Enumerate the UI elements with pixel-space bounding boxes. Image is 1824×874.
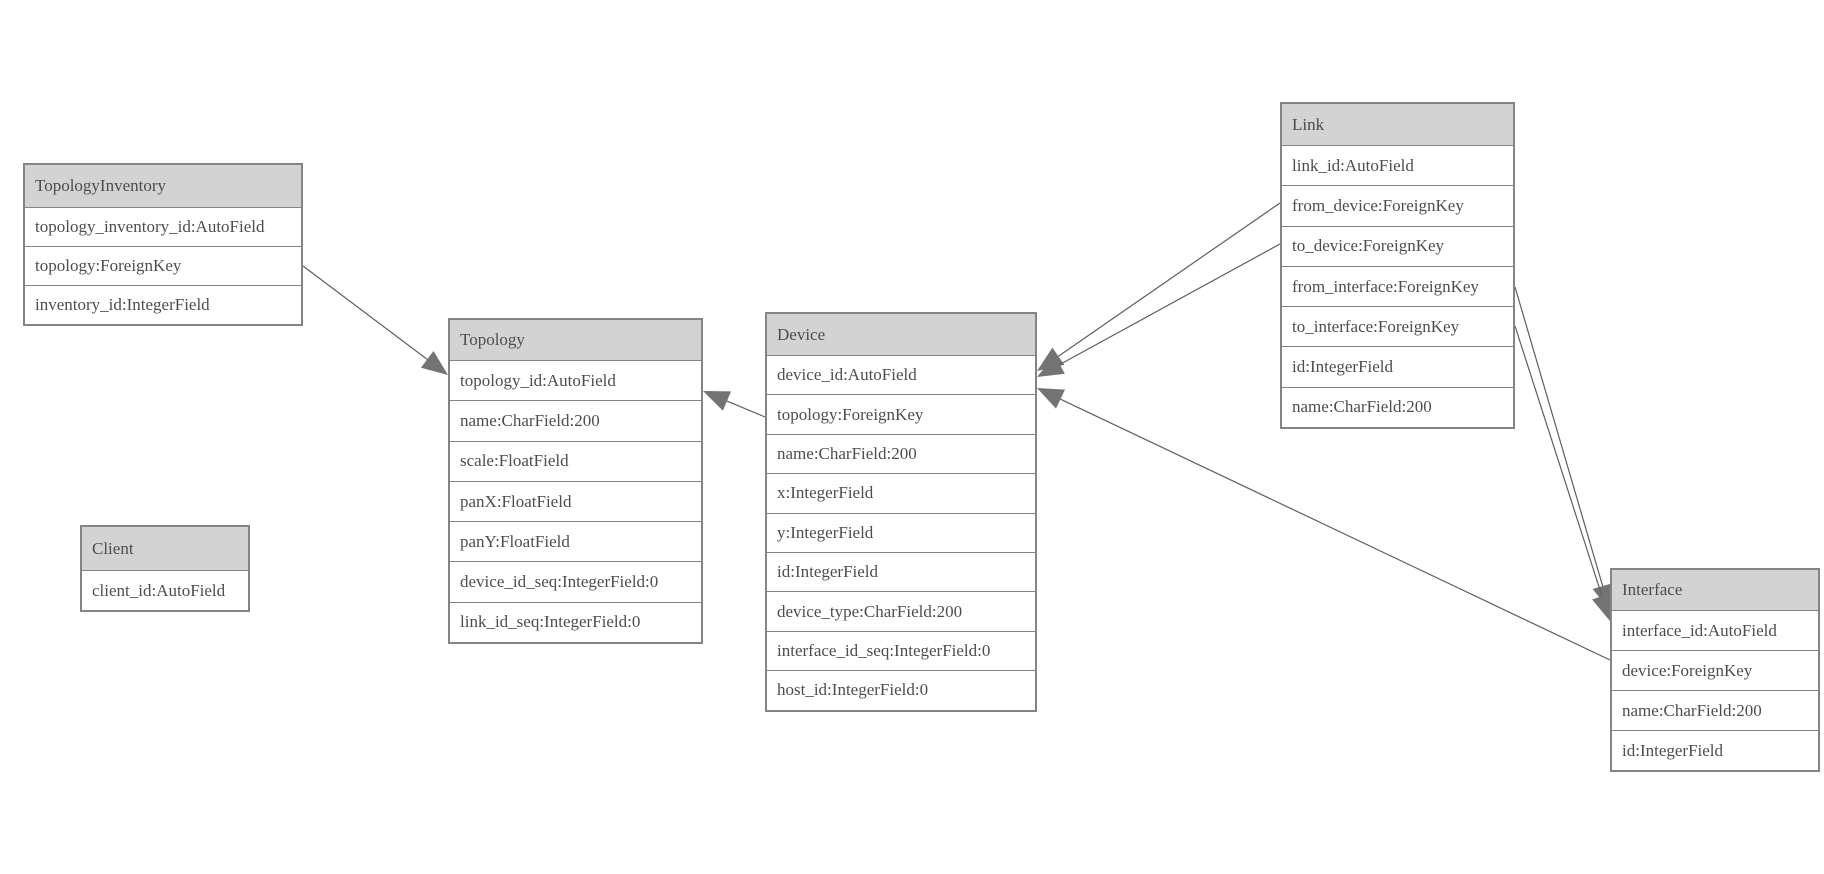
field-label: name:CharField:200 (1622, 700, 1762, 720)
entity-table-topology: Topology topology_id:AutoField name:CharFi… (448, 318, 703, 645)
table-header: Device (767, 314, 1035, 355)
field-row: name:CharField:200 (1282, 386, 1513, 428)
field-row: interface_id_seq:IntegerField:0 (767, 630, 1035, 671)
arrowhead-device-topology (703, 391, 732, 411)
field-row: link_id_seq:IntegerField:0 (450, 601, 701, 643)
table-header: Interface (1612, 570, 1818, 610)
field-label: id:IntegerField (1622, 740, 1724, 760)
field-row: client_id:AutoField (82, 570, 248, 610)
field-label: topology:ForeignKey (777, 404, 924, 424)
entity-table-client: Client client_id:AutoField (80, 525, 250, 612)
field-label: name:CharField:200 (1292, 397, 1432, 417)
field-label: to_device:ForeignKey (1292, 236, 1445, 256)
field-label: device_type:CharField:200 (777, 601, 963, 621)
arrowhead-interface-device (1037, 388, 1065, 409)
field-row: device_id_seq:IntegerField:0 (450, 561, 701, 602)
field-row: id:IntegerField (1612, 730, 1818, 770)
relationship-line-link-to-interface (1514, 325, 1603, 597)
field-row: topology_id:AutoField (450, 360, 701, 401)
field-label: panX:FloatField (460, 491, 572, 511)
field-label: id:IntegerField (1292, 357, 1394, 377)
field-label: from_device:ForeignKey (1292, 195, 1464, 215)
field-label: inventory_id:IntegerField (35, 295, 210, 314)
field-row: topology:ForeignKey (767, 394, 1035, 434)
field-row: host_id:IntegerField:0 (767, 670, 1035, 710)
field-row: panX:FloatField (450, 480, 701, 522)
field-row: from_interface:ForeignKey (1282, 265, 1513, 307)
field-label: device:ForeignKey (1622, 660, 1753, 680)
field-label: interface_id:AutoField (1622, 620, 1777, 640)
table-title: TopologyInventory (35, 176, 167, 195)
entity-table-interface: Interface interface_id:AutoField device:Fo… (1610, 568, 1820, 772)
field-row: name:CharField:200 (1612, 690, 1818, 730)
field-row: inventory_id:IntegerField (25, 285, 301, 324)
relationship-line-link-to-device (1059, 243, 1281, 366)
table-header: TopologyInventory (25, 165, 301, 207)
field-row: interface_id:AutoField (1612, 610, 1818, 650)
field-label: name:CharField:200 (460, 410, 600, 430)
relationship-line-link-from-interface (1514, 286, 1604, 587)
field-row: to_interface:ForeignKey (1282, 306, 1513, 347)
field-label: topology_id:AutoField (460, 370, 616, 390)
field-row: device_id:AutoField (767, 355, 1035, 395)
field-row: id:IntegerField (1282, 346, 1513, 387)
field-row: to_device:ForeignKey (1282, 225, 1513, 266)
table-header: Topology (450, 320, 701, 360)
field-label: name:CharField:200 (777, 443, 917, 463)
table-title: Topology (460, 330, 525, 349)
relationship-line-topologyinventory-topology (302, 265, 428, 360)
entity-table-link: Link link_id:AutoField from_device:Foreign… (1280, 102, 1515, 430)
field-label: client_id:AutoField (92, 580, 226, 600)
arrowhead-link-from-device (1037, 347, 1065, 371)
field-row: id:IntegerField (767, 551, 1035, 592)
field-label: topology_inventory_id:AutoField (35, 217, 265, 236)
field-label: host_id:IntegerField:0 (777, 680, 929, 700)
field-row: device_type:CharField:200 (767, 591, 1035, 631)
field-row: name:CharField:200 (767, 433, 1035, 474)
table-title: Device (777, 324, 826, 344)
field-label: id:IntegerField (777, 562, 879, 582)
field-label: scale:FloatField (460, 451, 569, 471)
field-label: panY:FloatField (460, 531, 570, 551)
field-row: scale:FloatField (450, 440, 701, 481)
entity-table-device: Device device_id:AutoField topology:Foreig… (765, 312, 1037, 712)
field-row: y:IntegerField (767, 512, 1035, 552)
entity-table-topologyinventory: TopologyInventory topology_inventory_id:A… (23, 163, 303, 326)
field-row: from_device:ForeignKey (1282, 185, 1513, 226)
arrowhead-topologyinventory-topology (420, 350, 448, 375)
arrowhead-link-to-device (1037, 355, 1065, 377)
table-header: Client (82, 527, 248, 570)
table-title: Client (92, 538, 134, 558)
table-title: Link (1292, 114, 1325, 134)
field-label: to_interface:ForeignKey (1292, 316, 1460, 336)
field-row: device:ForeignKey (1612, 650, 1818, 690)
field-row: topology:ForeignKey (25, 246, 301, 285)
relationship-line-interface-device (1060, 398, 1611, 661)
field-label: link_id_seq:IntegerField:0 (460, 612, 641, 632)
field-label: link_id:AutoField (1292, 155, 1414, 175)
field-label: topology:ForeignKey (35, 256, 182, 275)
relationship-line-link-from-device (1058, 202, 1281, 357)
field-label: device_id:AutoField (777, 365, 917, 385)
relationship-line-device-topology (726, 400, 766, 418)
table-header: Link (1282, 104, 1513, 145)
field-label: device_id_seq:IntegerField:0 (460, 572, 659, 592)
field-row: x:IntegerField (767, 473, 1035, 513)
field-row: panY:FloatField (450, 521, 701, 562)
field-row: topology_inventory_id:AutoField (25, 207, 301, 246)
field-row: link_id:AutoField (1282, 145, 1513, 186)
field-row: name:CharField:200 (450, 400, 701, 441)
field-label: from_interface:ForeignKey (1292, 276, 1479, 296)
field-label: interface_id_seq:IntegerField:0 (777, 640, 991, 660)
field-label: y:IntegerField (777, 522, 874, 542)
table-title: Interface (1622, 580, 1683, 599)
field-label: x:IntegerField (777, 483, 874, 503)
